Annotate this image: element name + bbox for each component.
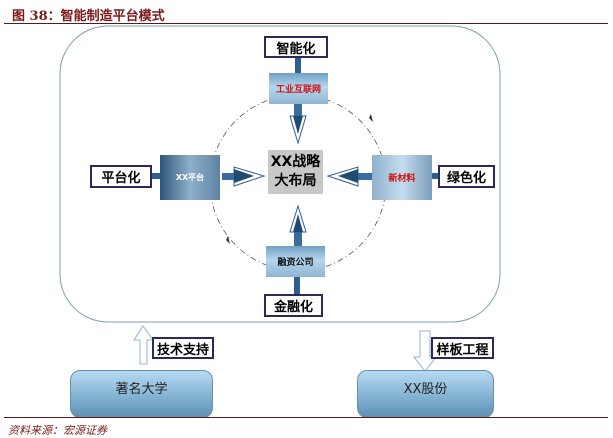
cycle-arrowhead-right bbox=[369, 114, 373, 122]
connector-left bbox=[152, 173, 161, 179]
base-xx-shares: XX股份 bbox=[357, 370, 494, 418]
node-xx-platform: XX平台 bbox=[160, 155, 220, 200]
arrow-up-support bbox=[133, 325, 154, 365]
bottom-rule bbox=[4, 417, 608, 418]
center-line1: XX战略 bbox=[270, 154, 321, 170]
center-line2: 大布局 bbox=[274, 173, 317, 189]
node-industrial-internet: 工业互联网 bbox=[269, 73, 328, 104]
label-tech-support: 技术支持 bbox=[152, 337, 214, 359]
arrow-left-to-center bbox=[326, 166, 372, 187]
top-rule bbox=[4, 23, 608, 24]
label-showcase-project: 样板工程 bbox=[431, 337, 494, 359]
label-intelligent: 智能化 bbox=[264, 36, 328, 58]
label-financialization: 金融化 bbox=[264, 294, 323, 317]
node-new-materials: 新材料 bbox=[372, 155, 432, 200]
cycle-arrowhead-left bbox=[226, 236, 230, 244]
arrow-up-to-center bbox=[289, 204, 307, 246]
arrow-right-to-center bbox=[222, 166, 266, 187]
center-strategy: XX战略 大布局 bbox=[268, 150, 323, 194]
connector-bottom bbox=[294, 276, 300, 294]
node-finance-company: 融资公司 bbox=[266, 246, 325, 277]
arrow-down-showcase bbox=[412, 330, 438, 372]
base-university: 著名大学 bbox=[70, 370, 213, 418]
arrow-down-to-center bbox=[289, 104, 307, 145]
label-green: 绿色化 bbox=[438, 165, 495, 188]
connector-top bbox=[295, 57, 301, 74]
connector-right bbox=[431, 173, 439, 179]
source-note: 资料来源：宏源证券 bbox=[8, 424, 107, 437]
label-platform: 平台化 bbox=[90, 165, 152, 188]
figure-title: 图 38：智能制造平台模式 bbox=[12, 9, 165, 24]
platform-frame bbox=[59, 25, 501, 323]
